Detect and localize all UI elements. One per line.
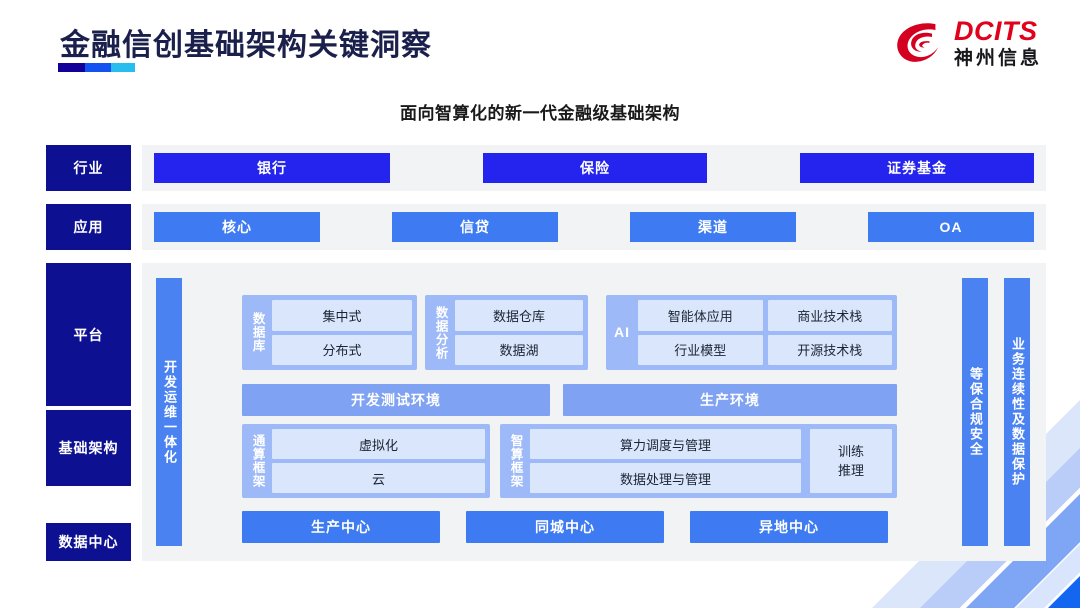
- row-label-column: 行业 应用 平台 基础架构 数据中心: [46, 141, 131, 563]
- cell-opensource-stack[interactable]: 开源技术栈: [767, 334, 892, 365]
- dcits-swoosh-icon: [897, 23, 938, 62]
- datacenter-bar-remote[interactable]: 异地中心: [690, 511, 888, 543]
- cell-data-processing[interactable]: 数据处理与管理: [530, 463, 801, 493]
- application-row-pane: 核心 信贷 渠道 OA: [142, 204, 1046, 250]
- industry-chip-securities-fund[interactable]: 证券基金: [800, 153, 1034, 183]
- cell-data-lake[interactable]: 数据湖: [455, 334, 583, 365]
- cell-data-warehouse[interactable]: 数据仓库: [455, 300, 583, 331]
- row-label-platform: 平台: [46, 263, 131, 406]
- group-ai: AI 智能体应用 商业技术栈 行业模型 开源技术栈: [606, 295, 897, 370]
- datacenter-bar-production[interactable]: 生产中心: [242, 511, 440, 543]
- cell-commercial-stack[interactable]: 商业技术栈: [767, 300, 892, 331]
- app-chip-core[interactable]: 核心: [154, 212, 320, 242]
- vertical-bar-devops[interactable]: 开发运维一体化: [156, 278, 182, 546]
- group-label-data-analysis: 数据分析: [433, 305, 448, 360]
- architecture-diagram: 行业 应用 平台 基础架构 数据中心 银行 保险 证券基金 核心 信贷 渠道: [46, 141, 1046, 563]
- cell-cloud[interactable]: 云: [272, 463, 485, 493]
- group-label-ai: AI: [614, 324, 630, 341]
- cell-centralized[interactable]: 集中式: [272, 300, 412, 331]
- app-chip-oa[interactable]: OA: [868, 212, 1034, 242]
- title-underline-bar: [58, 63, 135, 72]
- app-chip-credit[interactable]: 信贷: [392, 212, 558, 242]
- cell-industry-model[interactable]: 行业模型: [638, 334, 763, 365]
- underline-segment-cyan: [111, 63, 135, 72]
- group-general-compute: 通算框架 虚拟化 云: [242, 424, 490, 498]
- logo-text-cn: 神州信息: [953, 48, 1042, 69]
- cell-distributed[interactable]: 分布式: [272, 334, 412, 365]
- group-label-database: 数据库: [250, 312, 265, 353]
- env-bar-production[interactable]: 生产环境: [563, 384, 897, 416]
- group-data-analysis: 数据分析 数据仓库 数据湖: [425, 295, 588, 370]
- row-label-application: 应用: [46, 204, 131, 250]
- cell-compute-scheduling[interactable]: 算力调度与管理: [530, 429, 801, 459]
- row-label-industry: 行业: [46, 145, 131, 191]
- logo-text-en: DCITS: [953, 16, 1038, 46]
- underline-segment-blue: [85, 63, 111, 72]
- brand-logo: DCITS 神州信息: [894, 18, 1042, 68]
- cell-virtualization[interactable]: 虚拟化: [272, 429, 485, 459]
- vertical-bar-bcdr[interactable]: 业务连续性及数据保护: [1004, 278, 1030, 546]
- industry-row-pane: 银行 保险 证券基金: [142, 145, 1046, 191]
- row-label-infrastructure: 基础架构: [46, 410, 131, 486]
- env-bar-dev-test[interactable]: 开发测试环境: [242, 384, 550, 416]
- datacenter-bar-metro[interactable]: 同城中心: [466, 511, 664, 543]
- cell-agent-application[interactable]: 智能体应用: [638, 300, 763, 331]
- underline-segment-navy: [58, 63, 85, 72]
- page-title: 金融信创基础架构关键洞察: [60, 29, 432, 62]
- group-ai-compute: 智算框架 算力调度与管理 数据处理与管理 训练 推理: [500, 424, 897, 498]
- app-chip-channel[interactable]: 渠道: [630, 212, 796, 242]
- platform-row-pane: 开发运维一体化 等保合规安全 业务连续性及数据保护 数据库 集中式 分布式 数据…: [142, 263, 1046, 561]
- group-label-ai-compute: 智算框架: [508, 434, 523, 488]
- row-label-datacenter: 数据中心: [46, 523, 131, 561]
- industry-chip-insurance[interactable]: 保险: [483, 153, 707, 183]
- industry-chip-bank[interactable]: 银行: [154, 153, 390, 183]
- vertical-bar-security[interactable]: 等保合规安全: [962, 278, 988, 546]
- group-database: 数据库 集中式 分布式: [242, 295, 417, 370]
- group-label-general-compute: 通算框架: [250, 434, 265, 488]
- page-subtitle: 面向智算化的新一代金融级基础架构: [400, 104, 680, 123]
- cell-train-inference[interactable]: 训练 推理: [810, 429, 892, 493]
